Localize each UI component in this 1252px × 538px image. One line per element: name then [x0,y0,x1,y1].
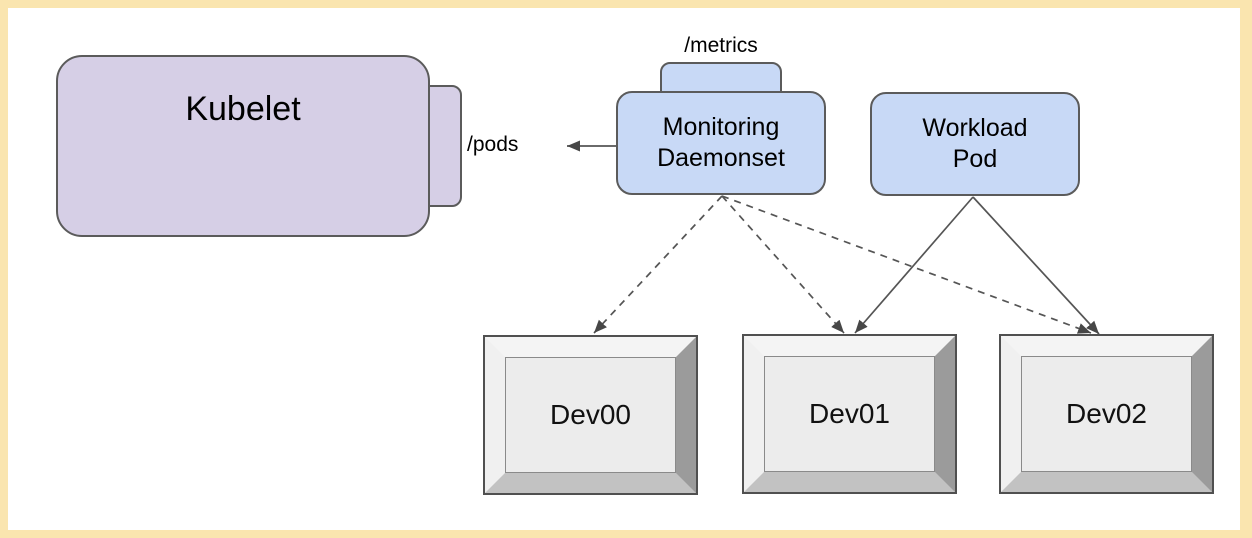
monitoring-daemonset-label: Monitoring Daemonset [657,113,785,172]
dev02-face: Dev02 [1021,356,1192,472]
dev01-face: Dev01 [764,356,935,472]
node-workload-pod: Workload Pod [870,92,1080,196]
pods-endpoint-label: /pods [467,133,519,156]
edge-workload-to-dev01 [854,196,974,334]
metrics-endpoint-label: /metrics [684,34,758,57]
edge-monitoring-to-dev02 [721,195,1092,334]
dev02-label: Dev02 [1066,398,1147,429]
workload-pod-label: Workload Pod [922,114,1028,173]
node-dev00: Dev00 [483,335,698,495]
dev01-label: Dev01 [809,398,890,429]
kubelet-label: Kubelet [185,90,301,128]
node-kubelet: Kubelet [56,55,430,237]
edge-monitoring-to-dev00 [593,195,723,334]
node-dev02: Dev02 [999,334,1214,494]
edge-workload-to-dev02 [972,196,1100,335]
node-dev01: Dev01 [742,334,957,494]
node-monitoring-daemonset: Monitoring Daemonset [616,91,826,195]
dev00-label: Dev00 [550,399,631,430]
dev00-face: Dev00 [505,357,676,473]
edge-monitoring-to-dev01 [721,195,845,334]
